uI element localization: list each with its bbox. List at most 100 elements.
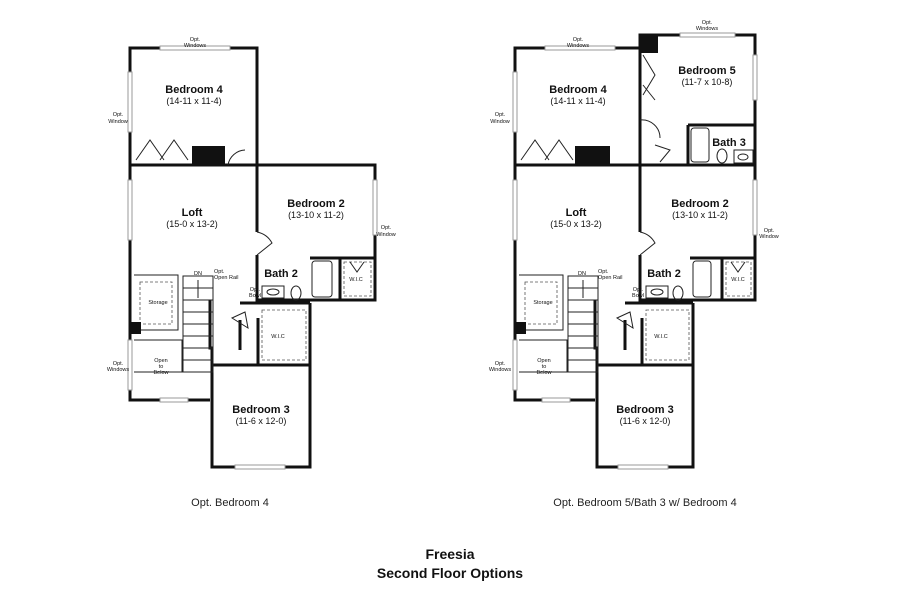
r-sink [650,288,664,296]
r-opt-window-label-b2-2: Window [759,234,779,240]
bedroom-5-side-window [752,54,758,101]
bedroom-5-windows [679,32,736,38]
b5-opt-windows-label-2: Windows [696,26,719,32]
r-storage-label: Storage [533,300,552,306]
bedroom-3-door [230,311,249,330]
r-bedroom-3-door [615,311,634,330]
r-opt-windows-label-left-2: Windows [489,367,512,373]
storage-outline [134,274,179,331]
wic-2-door [349,261,365,273]
bedroom-4-side-window [127,71,133,133]
opt-windows-label-left-2: Windows [107,367,130,373]
right-plan-caption: Opt. Bedroom 5/Bath 3 w/ Bedroom 4 [553,497,737,509]
toilet [290,285,302,301]
bedroom-4-dims: (14-11 x 11-4) [166,96,221,106]
bedroom-2-door [256,231,273,256]
r-open-below-label-1: Open [537,358,550,364]
opt-window-label-2: Window [108,119,128,125]
bedroom-4-door [227,149,246,166]
r-opt-bowl-label: Opt. [633,287,644,293]
r-opt-bowl-label-2: Bowl [632,293,644,299]
r-wic-2-door [730,261,746,273]
wic-3-label: W.I.C [271,334,284,340]
closet-doors [135,139,189,161]
plan-title: Freesia [425,546,475,562]
r-bedroom-4-dims: (14-11 x 11-4) [550,96,605,106]
r-bath-2-west [638,255,690,302]
r-bedroom-4-top-windows [544,45,616,51]
r-bedroom-2-name: Bedroom 2 [671,198,728,210]
bedroom-2-window [372,179,378,236]
bedroom-5-door [639,119,661,139]
bath-2-west-wall [255,255,310,302]
bath-3-name: Bath 3 [712,137,746,149]
r-opt-windows-label-2: Windows [567,43,590,49]
opt-window-label-b2-2: Window [376,232,396,238]
opt-bowl-label: Opt. [250,287,261,293]
bedroom-3-name: Bedroom 3 [232,404,289,416]
r-bedroom-4-name: Bedroom 4 [549,84,607,96]
tub [311,260,333,298]
r-down-label: DN [578,271,586,277]
bottom-window [159,397,189,403]
bath-2-name: Bath 2 [264,268,298,280]
opt-open-rail-label: Opt. [214,269,225,275]
r-bottom-window [541,397,571,403]
bedroom-5-name: Bedroom 5 [678,65,735,77]
bedroom-5-dims: (11-7 x 10-8) [682,77,733,87]
r-bedroom-2-door [639,231,656,256]
open-below-label-1: Open [154,358,167,364]
r-bedroom-3-dims: (11-6 x 12-0) [620,416,671,426]
r-wic-3-label: W.I.C [654,334,667,340]
r-opt-open-rail-label-2: Open Rail [598,275,622,281]
r-wic-2-shelf [725,261,752,297]
bath-3-sink [737,153,749,161]
loft-dims: (15-0 x 13-2) [166,219,218,229]
left-plan-caption: Opt. Bedroom 4 [191,497,269,509]
chimney-block [131,322,141,334]
bedroom-3-window [234,464,286,470]
loft-name: Loft [182,207,203,219]
vanity [261,285,285,299]
r-open-below-windows [512,339,518,391]
r-closet-block [575,146,610,165]
r-bath-2-name: Bath 2 [647,268,681,280]
r-toilet [672,285,684,301]
r-opt-window-label-b2: Opt. [764,228,775,234]
r-bedroom-3-window [617,464,669,470]
r-bedroom-4-side-window [512,71,518,133]
r-closet-doors [520,139,574,161]
open-below-windows [127,339,133,391]
opt-open-rail-label-2: Open Rail [214,275,238,281]
r-open-below-label-2: to [542,364,547,370]
open-below-outline [134,339,183,373]
bedroom-3-walls [208,300,312,469]
opt-window-label-b2: Opt. [381,225,392,231]
closet-block [192,146,225,165]
b5-opt-windows-label: Opt. [702,20,713,26]
opt-windows-label-left: Opt. [113,361,124,367]
r-bedroom-3-name: Bedroom 3 [616,404,673,416]
r-tub [692,260,712,298]
r-chimney-block [516,322,526,334]
sink [266,288,280,296]
right-floor-plan: Bedroom 4 (14-11 x 11-4) Bedroom 5 (11-7… [489,20,779,470]
bedroom-2-dims: (13-10 x 11-2) [288,210,344,220]
opt-window-label: Opt. [113,112,124,118]
r-opt-windows-label: Opt. [573,37,584,43]
bath-3-tub [690,127,710,163]
opt-windows-label: Opt. [190,37,201,43]
r-bedroom-2-dims: (13-10 x 11-2) [672,210,728,220]
stairs [182,275,214,373]
open-below-label-2: to [159,364,164,370]
r-open-below-label-3: Below [537,370,552,376]
r-opt-window-label: Opt. [495,112,506,118]
r-opt-windows-label-left: Opt. [495,361,506,367]
r-vanity [645,285,669,299]
bedroom-5-closet [642,54,656,101]
left-floor-plan: Bedroom 4 (14-11 x 11-4) Loft (15-0 x 13… [107,37,396,470]
r-opt-open-rail-label: Opt. [598,269,609,275]
opt-bowl-label-2: Bowl [249,293,261,299]
bath-3-toilet [716,148,728,164]
